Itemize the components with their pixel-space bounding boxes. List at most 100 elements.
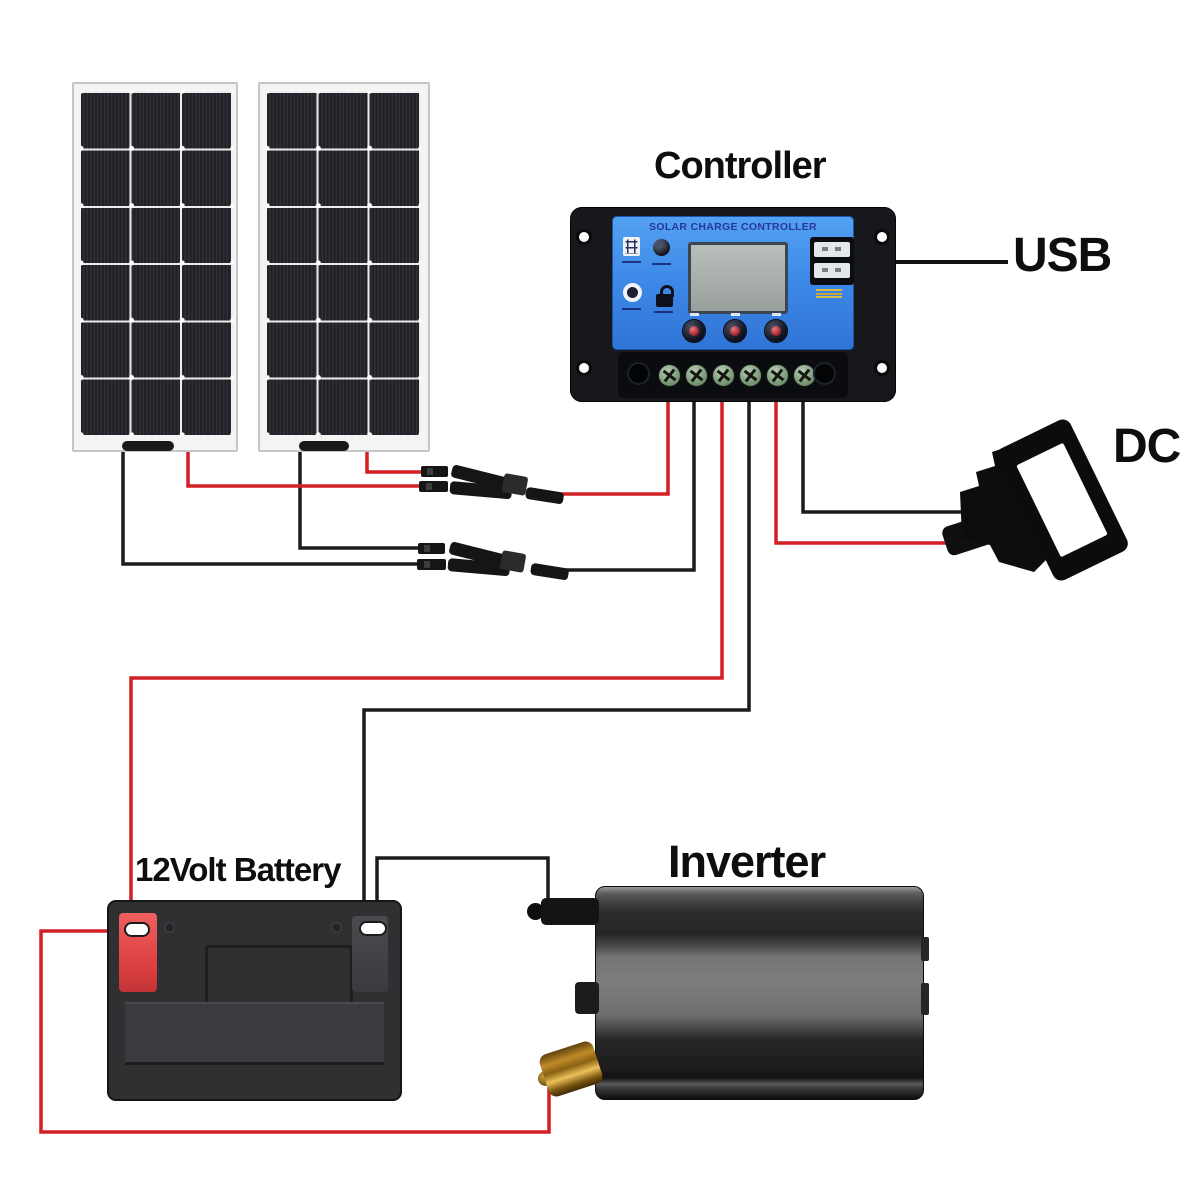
terminal-screw-pv-negative — [685, 364, 708, 387]
lock-icon — [660, 285, 674, 297]
icon-caption-mark — [652, 263, 671, 265]
wire-controller-to-battery-positive — [129, 398, 724, 916]
terminal-screw-battery-positive — [712, 364, 735, 387]
mount-screw-hole — [874, 229, 890, 245]
mc4-collar — [501, 473, 528, 496]
cable-hole — [813, 362, 836, 385]
wire-panel1-positive — [168, 444, 422, 488]
battery-positive-cap — [124, 922, 150, 937]
usb-slot — [822, 268, 828, 272]
wire-controller-to-battery-negative — [362, 398, 751, 920]
button-label-mark — [731, 313, 740, 316]
icon-caption-mark — [654, 311, 673, 313]
lcd-display — [688, 242, 788, 314]
usb-port — [814, 242, 850, 257]
cable-hole — [627, 362, 650, 385]
battery-vent-screw — [331, 922, 342, 933]
inverter-side-tab — [921, 983, 929, 1015]
button-label-mark — [772, 313, 781, 316]
wire-battery-to-inverter-positive — [39, 929, 551, 1134]
panel1-junction-bar — [122, 441, 174, 451]
icon-caption-mark — [622, 261, 641, 263]
mount-screw-hole — [576, 229, 592, 245]
battery-label-plate — [205, 945, 353, 1008]
wire-pv-positive-to-controller — [560, 398, 670, 496]
button-cap — [730, 326, 740, 336]
wire-controller-to-dc-negative — [801, 398, 968, 514]
mc4-branch-top — [451, 465, 511, 491]
battery-negative-cap — [359, 921, 387, 936]
wire-battery-to-inverter-negative — [375, 856, 550, 920]
usb-label: USB — [1013, 229, 1112, 282]
dc-plug-bezel — [996, 419, 1128, 581]
inverter-negative-terminal — [541, 898, 599, 925]
connector-band — [424, 545, 430, 552]
solar-cells — [267, 91, 421, 435]
negative-wires — [121, 260, 1008, 920]
mc4-output — [525, 487, 564, 504]
controller-faceplate: SOLAR CHARGE CONTROLLER — [612, 216, 854, 350]
mount-screw-hole — [874, 360, 890, 376]
lock-icon-body — [656, 294, 673, 307]
inverter-side-clip — [575, 982, 599, 1014]
mc4-input-top — [418, 543, 445, 554]
menu-button[interactable] — [683, 320, 705, 342]
solar-panel-icon — [623, 237, 640, 256]
icon-caption-mark — [622, 308, 641, 310]
panel2-junction-bar — [299, 441, 349, 451]
usb-slot — [822, 247, 828, 251]
down-button[interactable] — [765, 320, 787, 342]
terminal-screw-load-positive — [766, 364, 789, 387]
button-cap — [771, 326, 781, 336]
positive-wires — [39, 398, 964, 1134]
mc4-collar — [499, 550, 526, 573]
wire-panel1-negative — [121, 444, 419, 566]
timer-gauge-icon — [623, 283, 642, 302]
inverter — [527, 886, 929, 1100]
inverter-label: Inverter — [668, 836, 826, 887]
usb-slot — [835, 247, 841, 251]
dc-label: DC — [1113, 420, 1181, 473]
mc4-output — [530, 563, 569, 580]
terminal-screw-pv-positive — [658, 364, 681, 387]
dc-plug-opening — [1016, 443, 1108, 557]
mc4-branch-bottom — [447, 558, 510, 577]
mc4-input-bottom — [419, 481, 448, 492]
battery-case-groove — [125, 1002, 384, 1065]
battery-12v — [107, 900, 402, 1101]
usb-port — [814, 263, 850, 278]
usb-logo-mark — [816, 288, 842, 298]
button-label-mark — [690, 313, 699, 316]
wire-controller-to-dc-positive — [774, 398, 964, 545]
usb-ports — [810, 237, 854, 285]
solar-panel-2 — [258, 82, 430, 452]
connector-band — [427, 468, 433, 475]
connector-band — [424, 561, 430, 568]
mount-screw-hole — [576, 360, 592, 376]
charge-controller: SOLAR CHARGE CONTROLLER — [570, 207, 896, 402]
terminal-strip — [618, 352, 848, 398]
battery-label: 12Volt Battery — [135, 851, 341, 888]
controller-label: Controller — [654, 145, 827, 187]
mc4-input-top — [421, 466, 448, 477]
faceplate-title: SOLAR CHARGE CONTROLLER — [649, 221, 817, 233]
dc-plug — [942, 419, 1128, 581]
button-cap — [689, 326, 699, 336]
connector-band — [426, 483, 432, 490]
usb-slot — [835, 268, 841, 272]
battery-knob-icon — [653, 239, 670, 256]
mc4-branch-bottom — [449, 481, 512, 500]
wire-pv-negative-to-controller — [564, 398, 696, 572]
mc4-y-connector-negative — [417, 542, 569, 580]
mc4-y-connector-positive — [419, 465, 564, 504]
wire-panel2-negative — [298, 444, 419, 550]
mc4-input-bottom — [417, 559, 446, 570]
inverter-side-tab — [921, 937, 929, 961]
battery-vent-screw — [164, 922, 175, 933]
mc4-branch-top — [449, 542, 509, 568]
inverter-negative-terminal-tip — [527, 903, 544, 920]
up-button[interactable] — [724, 320, 746, 342]
solar-cells — [81, 91, 233, 435]
